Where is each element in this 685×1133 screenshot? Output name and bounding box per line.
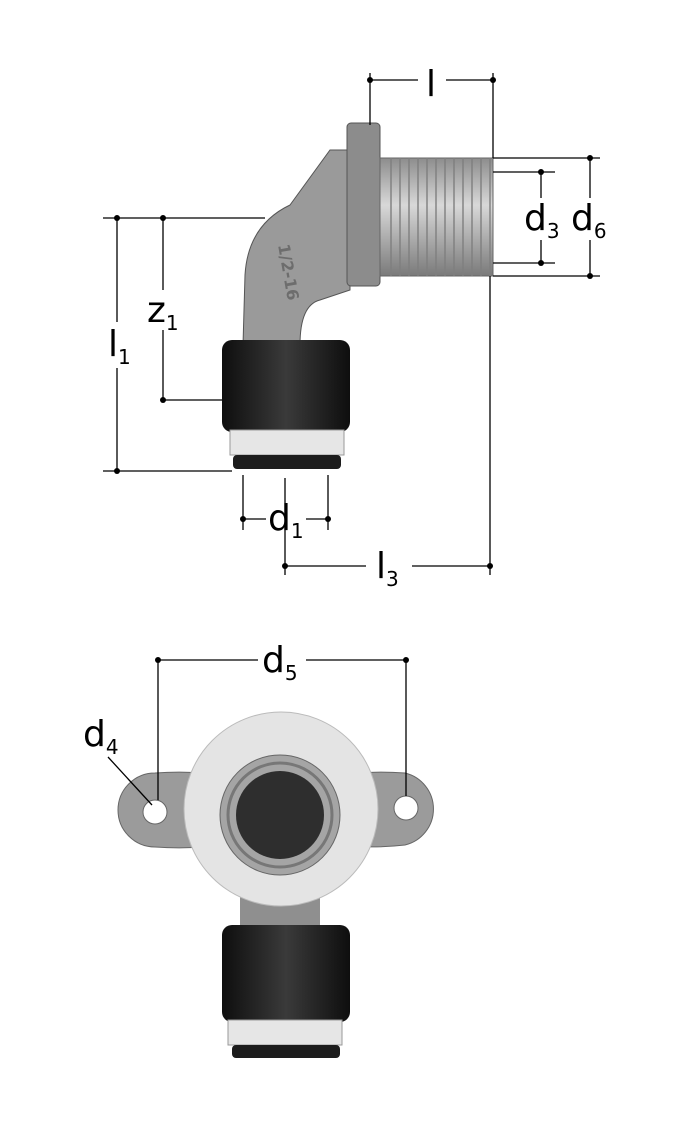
- compression-nut-front: [222, 925, 350, 1022]
- dimension-d4: d4: [83, 714, 153, 806]
- nut-base: [233, 455, 341, 469]
- thread-grooves: [384, 158, 492, 276]
- dimension-z1: z1: [147, 215, 265, 403]
- side-view-fitting: 1/2-16: [222, 122, 494, 469]
- svg-text:l1: l1: [108, 324, 131, 369]
- svg-text:d3: d3: [524, 198, 560, 243]
- svg-text:d4: d4: [83, 714, 119, 759]
- svg-text:z1: z1: [147, 290, 179, 335]
- dimension-l: l: [367, 64, 496, 158]
- nut-base-front: [232, 1045, 340, 1058]
- svg-text:d5: d5: [262, 640, 298, 685]
- mounting-hole-left: [142, 799, 168, 825]
- dimension-l3: l3: [282, 276, 493, 591]
- svg-text:d1: d1: [268, 498, 304, 543]
- flange: [346, 122, 381, 287]
- thread-ring: [226, 761, 334, 869]
- dimension-d3: d3: [493, 169, 560, 266]
- svg-text:l3: l3: [376, 546, 399, 591]
- dimension-d5: d5: [155, 640, 409, 800]
- svg-text:l: l: [426, 64, 436, 105]
- svg-text:d6: d6: [571, 198, 607, 243]
- mounting-hole-right: [393, 795, 419, 821]
- front-view-fitting: [117, 711, 434, 1058]
- dimension-d6: d6: [493, 155, 607, 279]
- white-ring: [229, 429, 345, 456]
- outlet-bore: [236, 771, 324, 859]
- elbow-body: [242, 149, 351, 346]
- compression-nut: [222, 340, 350, 432]
- dimension-l1: l1: [103, 215, 232, 474]
- white-ring-front: [227, 1019, 343, 1046]
